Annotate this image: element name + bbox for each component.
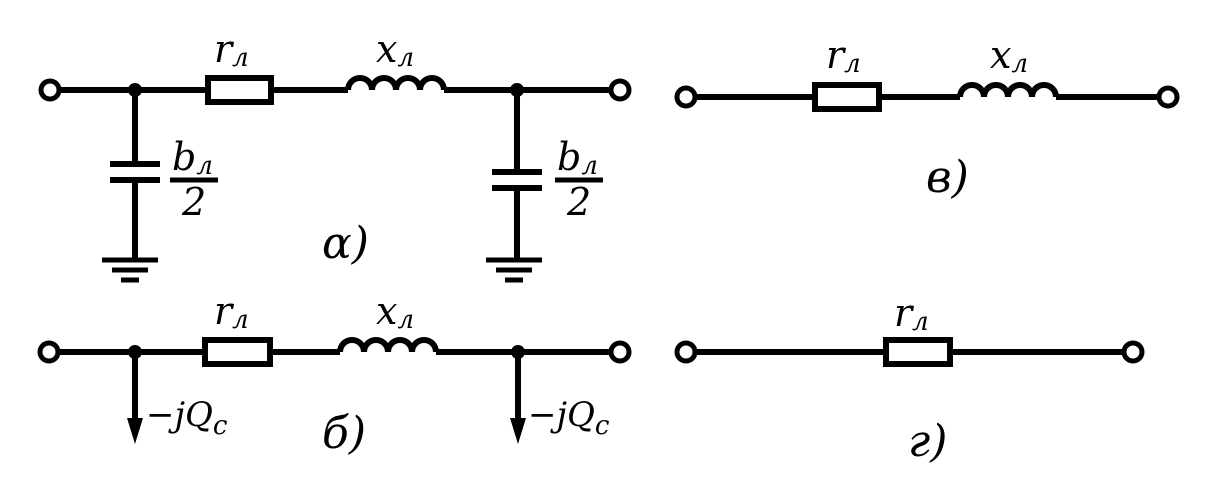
svg-text:2: 2 bbox=[181, 180, 206, 224]
caption-g: г) bbox=[908, 416, 947, 467]
resistor-a bbox=[205, 75, 274, 105]
label-r-v: rл bbox=[826, 33, 861, 79]
terminal-b-right bbox=[608, 340, 632, 364]
svg-text:bл: bл bbox=[172, 135, 213, 181]
caption-a: α) bbox=[322, 218, 369, 269]
terminal-g-right bbox=[1121, 340, 1145, 364]
label-r-a: rл bbox=[214, 27, 249, 73]
caption-v: в) bbox=[926, 152, 969, 203]
terminal-v-left bbox=[674, 85, 698, 109]
resistor-b bbox=[202, 337, 273, 367]
ground-a-right bbox=[486, 257, 542, 283]
label-jqc-left: −jQc bbox=[146, 395, 228, 441]
label-x-v: xл bbox=[990, 33, 1028, 79]
terminal-g-left bbox=[674, 340, 698, 364]
inductor-a bbox=[345, 75, 447, 91]
caption-b: б) bbox=[322, 408, 366, 459]
inductor-v bbox=[957, 82, 1059, 98]
circuit-g: rл г) bbox=[674, 291, 1145, 467]
terminal-a-left bbox=[38, 78, 62, 102]
ground-a-left bbox=[102, 257, 158, 283]
circuit-b: rл xл −jQc −jQc б) bbox=[37, 289, 632, 459]
terminal-a-right bbox=[608, 78, 632, 102]
svg-text:bл: bл bbox=[557, 135, 598, 181]
label-b-half-a-right: bл 2 bbox=[555, 135, 603, 224]
label-r-b: rл bbox=[214, 289, 249, 335]
terminal-v-right bbox=[1156, 85, 1180, 109]
svg-text:2: 2 bbox=[566, 180, 591, 224]
label-r-g: rл bbox=[894, 291, 929, 337]
label-x-a: xл bbox=[376, 27, 414, 73]
circuit-v: rл xл в) bbox=[674, 33, 1180, 203]
resistor-g bbox=[883, 337, 953, 367]
label-x-b: xл bbox=[376, 289, 414, 335]
label-b-half-a-left: bл 2 bbox=[170, 135, 218, 224]
circuit-a: rл xл bл 2 bл 2 α) bbox=[38, 27, 632, 283]
resistor-v bbox=[812, 82, 882, 112]
label-jqc-right: −jQc bbox=[528, 395, 610, 441]
terminal-b-left bbox=[37, 340, 61, 364]
inductor-b bbox=[337, 337, 439, 353]
